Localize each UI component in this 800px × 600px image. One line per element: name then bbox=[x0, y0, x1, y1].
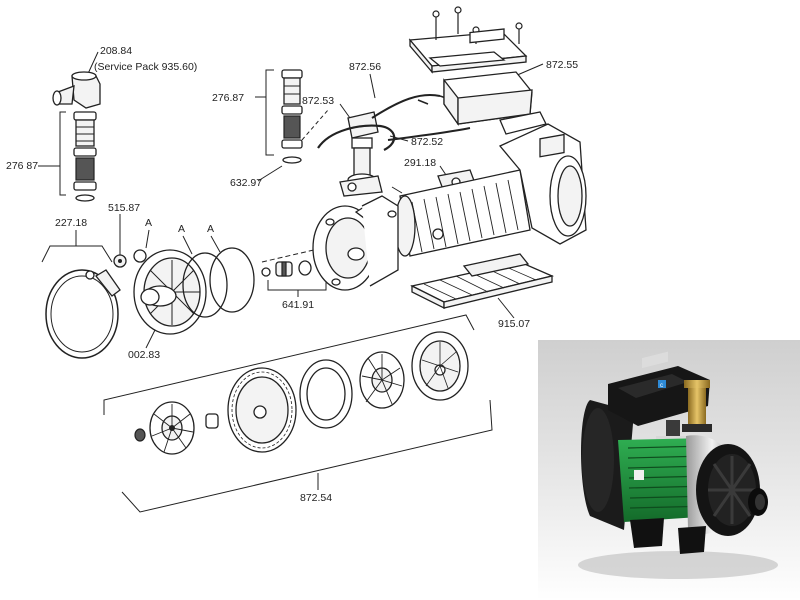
label-641-91: 641.91 bbox=[282, 299, 314, 311]
elbow-fitting-208-84 bbox=[52, 71, 101, 109]
electrical-box-872-55 bbox=[408, 6, 533, 127]
o-ring-a-3 bbox=[209, 247, 255, 313]
pump-cover-002-83 bbox=[133, 249, 207, 335]
label-208-84: 208.84 bbox=[100, 45, 132, 57]
label-service-pack: (Service Pack 935.60) bbox=[94, 61, 197, 73]
label-872-52: 872.52 bbox=[411, 136, 443, 148]
label-a-3: A bbox=[207, 223, 214, 235]
badge-icon bbox=[658, 380, 666, 388]
o-ring-a-2 bbox=[182, 252, 228, 318]
valve-stack-left bbox=[73, 111, 97, 202]
badge-text: c bbox=[660, 383, 663, 389]
label-515-87: 515.87 bbox=[108, 202, 140, 214]
valve-stack-top bbox=[281, 69, 303, 164]
seal-parts-641-91 bbox=[261, 260, 312, 277]
flow-switch-872-53 bbox=[339, 111, 383, 197]
label-872-54: 872.54 bbox=[300, 492, 332, 504]
label-a-1: A bbox=[145, 217, 152, 229]
label-276-87-top: 276.87 bbox=[212, 92, 244, 104]
label-632-97: 632.97 bbox=[230, 177, 262, 189]
pump-housing bbox=[312, 195, 444, 291]
pump-product-photo: c bbox=[538, 340, 800, 600]
label-872-53: 872.53 bbox=[302, 95, 334, 107]
impeller-kit-872-54 bbox=[134, 331, 469, 455]
label-872-55: 872.55 bbox=[546, 59, 578, 71]
label-291-18: 291.18 bbox=[404, 157, 436, 169]
o-ring-a-1 bbox=[133, 249, 147, 263]
base-plate-915-07 bbox=[410, 253, 555, 310]
label-276-87-left: 276 87 bbox=[6, 160, 38, 172]
motor-assembly bbox=[371, 111, 587, 257]
label-227-18: 227.18 bbox=[55, 217, 87, 229]
label-872-56: 872.56 bbox=[349, 61, 381, 73]
label-a-2: A bbox=[178, 223, 185, 235]
label-002-83: 002.83 bbox=[128, 349, 160, 361]
nut-515-87 bbox=[113, 254, 127, 268]
leader-lines bbox=[38, 51, 544, 513]
label-915-07: 915.07 bbox=[498, 318, 530, 330]
clamp-ring bbox=[45, 269, 121, 359]
